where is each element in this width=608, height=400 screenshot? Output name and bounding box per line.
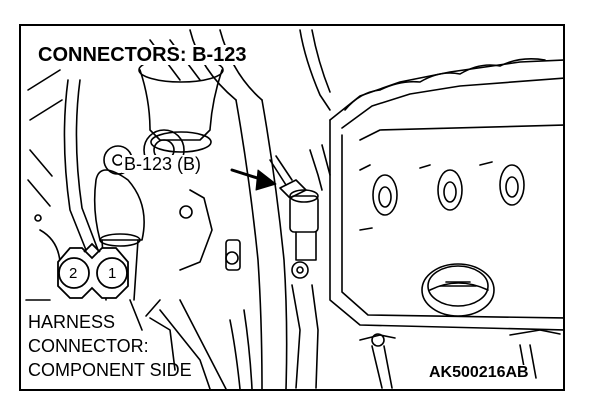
harness-label-line1: HARNESS: [28, 312, 116, 332]
valve-cover: [329, 58, 563, 389]
left-edge-details: [25, 69, 63, 301]
pin-2-label: 2: [69, 265, 78, 282]
pin-2-circle: [58, 257, 90, 289]
figure-code: AK500216AB: [427, 364, 531, 381]
harness-label-line3: COMPONENT SIDE: [28, 360, 192, 380]
pin-1-label: 1: [108, 265, 117, 282]
hose: [189, 29, 331, 389]
harness-leader-line: [145, 299, 161, 317]
harness-connector: [57, 242, 129, 299]
pin-1-circle: [96, 257, 128, 289]
sensor-b123: [269, 144, 331, 389]
harness-label-line2: CONNECTOR:: [28, 336, 149, 356]
oil-filler-cap: [421, 263, 495, 317]
diagram-title: CONNECTORS: B-123: [36, 44, 249, 66]
callout-arrow: [230, 168, 277, 191]
callout-label: B-123 (B): [122, 154, 204, 174]
